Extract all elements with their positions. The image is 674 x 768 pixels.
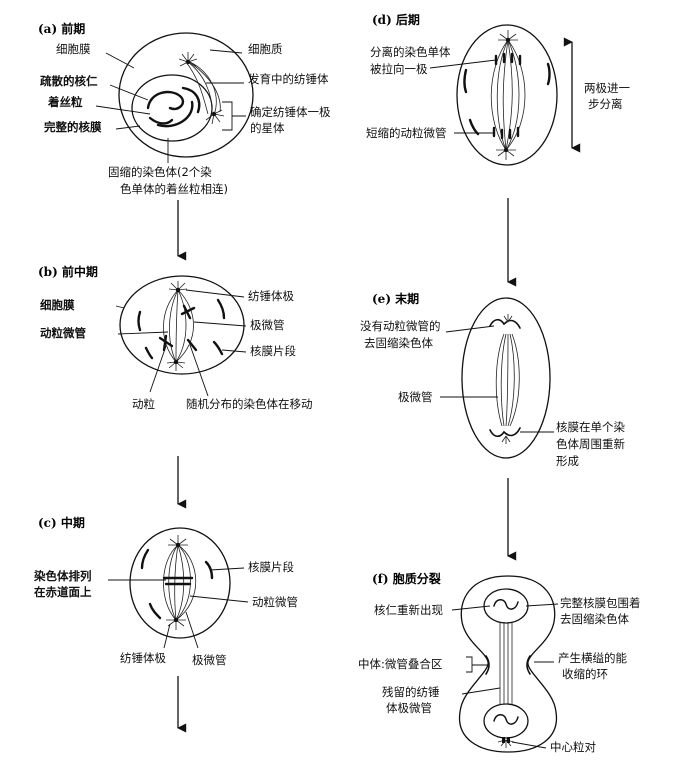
label-centriole-pair: 中心粒对 xyxy=(550,740,596,754)
label-kinetochore: 动粒 xyxy=(132,397,155,411)
label-polar-microtubule: 极微管 xyxy=(250,318,285,332)
label-separated-chromatids-line2: 被拉向一极 xyxy=(370,62,428,76)
telophase-decondensed-chromosomes-top xyxy=(490,314,520,328)
label-residual-mt-line1: 残留的纺锤 xyxy=(382,685,440,699)
decondensed-chromatin-top xyxy=(494,600,518,609)
nuclear-envelope-fragment xyxy=(465,70,467,92)
label-contractile-ring-line2: 收缩的环 xyxy=(562,667,608,681)
panel-prometaphase: (b) 前中期 xyxy=(38,264,313,411)
metaphase-spindle xyxy=(163,545,195,620)
panel-telophase: (e) 末期 没有动粒微管的 去固缩染色体 极微管 核膜在单个染 色体周围重新 … xyxy=(360,291,625,468)
panel-f-title: (f) 胞质分裂 xyxy=(372,571,441,586)
label-random-chromosomes: 随机分布的染色体在移动 xyxy=(186,397,313,411)
label-cell-membrane: 细胞膜 xyxy=(56,42,91,56)
prometaphase-chromosome xyxy=(182,306,194,318)
label-envelope-fragments: 核膜片段 xyxy=(248,560,294,574)
leader-line xyxy=(186,612,198,648)
label-polar-microtubule: 极微管 xyxy=(398,390,433,404)
label-aster-line2: 的星体 xyxy=(250,121,285,135)
label-separated-chromatids-line1: 分离的染色单体 xyxy=(370,45,451,59)
label-chromosome-align-line2: 在赤道面上 xyxy=(34,585,92,599)
label-complete-envelope-line2: 去固缩染色体 xyxy=(560,612,629,626)
label-envelope-fragments: 核膜片段 xyxy=(250,344,296,358)
prometaphase-spindle xyxy=(163,290,193,362)
anaphase-pole-bottom xyxy=(496,148,516,160)
nuclear-envelope-fragment xyxy=(470,120,478,134)
panel-a-title: (a) 前期 xyxy=(38,21,85,36)
label-spindle-pole: 纺锤体极 xyxy=(120,651,166,665)
nuclear-envelope-fragment xyxy=(142,550,148,568)
leader-line xyxy=(150,346,166,392)
label-shortened-kinetochore-mt: 短缩的动粒微管 xyxy=(366,126,447,140)
panel-cytokinesis: (f) 胞质分裂 核仁重新出现 完整核膜包围着 xyxy=(358,571,641,754)
label-envelope-reform-line3: 形成 xyxy=(556,454,579,468)
panel-prophase: (a) 前期 xyxy=(38,21,331,196)
anaphase-chromatid-top xyxy=(496,54,520,64)
label-envelope-reform-line2: 色体周围重新 xyxy=(556,437,625,451)
label-cell-membrane: 细胞膜 xyxy=(40,298,75,312)
residual-polar-microtubules xyxy=(500,622,512,704)
label-contractile-ring-line1: 产生横缢的能 xyxy=(558,651,627,665)
nuclear-envelope-fragment xyxy=(146,348,152,358)
panel-e-title: (e) 末期 xyxy=(372,291,419,306)
label-decondensed-line1: 没有动粒微管的 xyxy=(360,319,441,333)
telophase-decondensed-chromosomes-bottom xyxy=(490,428,520,444)
label-chromosome-line1: 固缩的染色体(2个染 xyxy=(108,165,212,179)
label-kinetochore-microtubule: 动粒微管 xyxy=(252,595,298,609)
nuclear-envelope-fragment xyxy=(218,300,224,318)
telophase-polar-microtubules xyxy=(496,334,519,426)
label-centromere: 着丝粒 xyxy=(47,95,83,109)
leader-line xyxy=(186,290,244,297)
metaphase-spindle-pole-top xyxy=(168,535,188,547)
nuclear-envelope-fragment xyxy=(150,604,160,618)
leader-line xyxy=(96,106,150,114)
label-complete-envelope-line1: 完整核膜包围着 xyxy=(560,596,641,610)
leader-line xyxy=(194,322,246,326)
label-developing-spindle: 发育中的纺锤体 xyxy=(248,72,329,86)
label-poles-separate-line1: 两极进一 xyxy=(584,81,630,95)
panel-anaphase: (d) 后期 分离的染色单体 被拉向一极 xyxy=(366,12,630,165)
leader-line xyxy=(110,85,148,100)
label-chromosome-align-line1: 染色体排列 xyxy=(33,569,92,583)
label-midbody: 中体:微管叠合区 xyxy=(358,657,442,671)
label-aster-line1: 确定纺锤体一极 xyxy=(250,105,331,119)
prophase-aster-top xyxy=(179,52,197,66)
leader-line xyxy=(116,306,124,308)
leader-line xyxy=(210,568,244,570)
label-decondensed-line2: 去固缩染色体 xyxy=(364,336,433,350)
label-polar-microtubule: 极微管 xyxy=(192,653,227,667)
label-spindle-pole: 纺锤体极 xyxy=(248,289,294,303)
leader-line xyxy=(526,604,558,606)
prometaphase-spindle-pole-top xyxy=(169,281,187,292)
label-nuclear-envelope: 完整的核膜 xyxy=(44,120,102,134)
label-envelope-reform-line1: 核膜在单个染 xyxy=(556,420,625,434)
leader-line xyxy=(190,596,248,602)
decondensed-chromatin-bottom xyxy=(494,715,518,724)
label-nucleolus-reappears: 核仁重新出现 xyxy=(374,603,443,617)
anaphase-pole-top xyxy=(498,30,518,42)
label-kinetochore-microtubule: 动粒微管 xyxy=(40,326,86,340)
midbody-bracket xyxy=(466,657,488,672)
label-cytoplasm: 细胞质 xyxy=(248,42,283,56)
panel-b-title: (b) 前中期 xyxy=(38,264,98,279)
leader-line xyxy=(210,50,242,53)
nuclear-envelope-fragment xyxy=(139,312,141,330)
label-nucleolus: 疏散的核仁 xyxy=(40,74,98,88)
prophase-chromosome xyxy=(150,118,172,124)
centriole-pair xyxy=(498,737,514,748)
nuclear-envelope-fragment xyxy=(548,64,550,84)
label-chromosome-line2: 色单体的着丝粒相连) xyxy=(120,182,228,196)
panel-c-title: (c) 中期 xyxy=(38,515,85,530)
panel-metaphase: (c) 中期 核膜片段 染色体排列 xyxy=(33,515,298,667)
prometaphase-spindle-pole-bottom xyxy=(167,360,185,371)
panel-d-title: (d) 后期 xyxy=(372,12,420,27)
leader-line xyxy=(462,688,500,694)
aster-bracket xyxy=(222,102,246,130)
prophase-chromosome xyxy=(148,92,183,109)
label-residual-mt-line2: 体极微管 xyxy=(386,701,432,715)
nuclear-envelope-fragment xyxy=(214,342,222,354)
label-poles-separate-line2: 步分离 xyxy=(588,97,623,111)
leader-line xyxy=(118,332,168,334)
